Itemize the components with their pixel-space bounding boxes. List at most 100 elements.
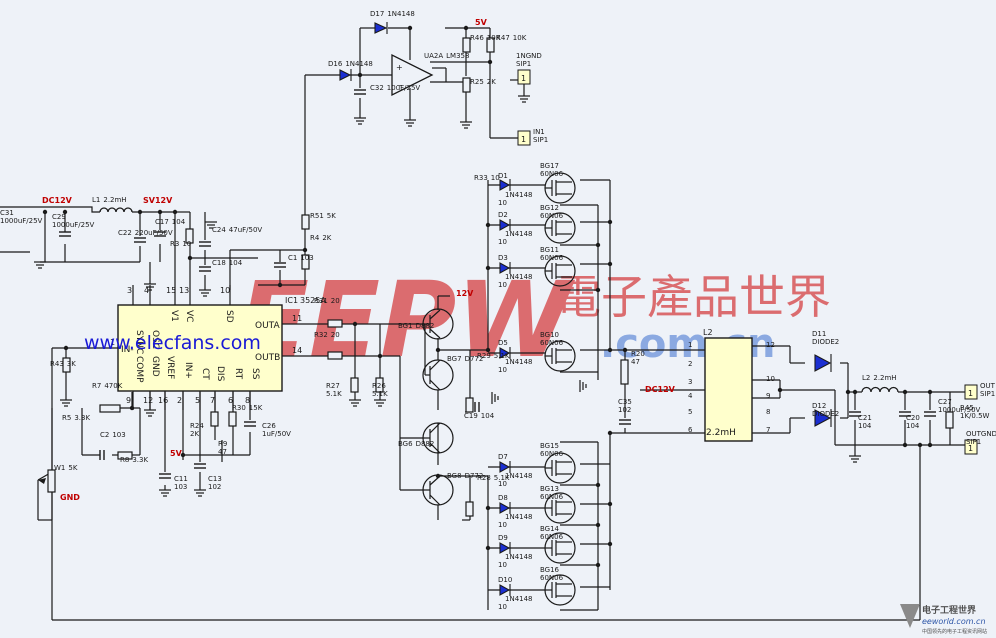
resistor-r27: [350, 377, 359, 393]
capacitor-c32: [354, 89, 366, 95]
mosfet-bg17: [544, 172, 576, 204]
resistor-r28: [465, 501, 474, 517]
ic1-pin-ss: SS: [250, 368, 260, 380]
ic1-pin-leads: [132, 285, 251, 410]
ground-symbol: [374, 399, 386, 407]
transformer-pin-3: 3: [688, 378, 692, 386]
ic1-pin-ct: CT: [200, 368, 210, 380]
capacitor-c11: [159, 473, 171, 479]
resistor-r32: [327, 351, 343, 360]
gate-resistor-value: 10: [498, 366, 507, 374]
transformer-pin-5: 5: [688, 408, 692, 416]
net-label-gnd: GND: [60, 493, 80, 502]
ic1-pinnum-in-plus: 2: [177, 396, 182, 405]
ic1-pinnum-dis: 7: [210, 396, 215, 405]
net-label-12v: 12V: [456, 289, 474, 298]
transformer-pin-12: 12: [766, 341, 775, 349]
power-labels: DC12V SV12V 12V 5V DC12V 5V GND: [42, 18, 676, 502]
gate-resistor-value: 10: [498, 603, 507, 611]
eeworld-logo-icon: [900, 604, 920, 628]
corner-logo-title: 电子工程世界: [922, 604, 976, 616]
gate-resistor-value: 10: [498, 480, 507, 488]
diode-value-d8: 1N4148: [505, 513, 533, 521]
opamp-ua2a: + −: [391, 53, 434, 97]
potentiometer-wiper-arrow: [38, 478, 46, 484]
resistor-r46: [462, 37, 471, 53]
ground-symbol: [349, 399, 361, 407]
watermark-letters: EEPW: [238, 259, 575, 381]
inductor-l1: [99, 207, 133, 213]
ic1-pinnum-osc: 4: [144, 286, 149, 295]
net-label-s5v: 5V: [170, 449, 183, 458]
capacitors: [59, 89, 936, 479]
ic1-pin-osc: OSC: [150, 330, 160, 349]
diode-d3: [499, 262, 511, 274]
connector-out: [964, 384, 978, 400]
ic1-pinnum-outa: 11: [292, 314, 302, 323]
ic1-chip: SYNC OSC V1 VC SD OUTA OUTB IN- COMP GND…: [110, 285, 326, 410]
transformer-pin-9: 9: [766, 392, 770, 400]
diode-d11: [814, 354, 832, 372]
transformer-pin-2: 2: [688, 360, 692, 368]
diode-d12: [814, 409, 832, 427]
resistor-r45: [945, 411, 954, 429]
diode-d16: [339, 69, 352, 81]
resistor-r26: [375, 377, 384, 393]
transformer-type: 2.2mH: [706, 428, 736, 438]
resistor-r31: [327, 319, 343, 328]
ic1-pin-v1: V1: [169, 310, 179, 322]
capacitor-c20: [899, 411, 911, 417]
corner-logo-tagline: 中国领先的电子工程资讯网站: [922, 628, 987, 635]
ic1-pinnum-vref: 16: [158, 396, 168, 405]
resistor-r24: [210, 411, 219, 427]
corner-logo-url: eeworld.com.cn: [922, 617, 986, 626]
corner-logo: 电子工程世界 eeworld.com.cn 中国领先的电子工程资讯网站: [900, 604, 987, 635]
net-label-dc12v: DC12V: [42, 196, 73, 205]
capacitor-c19: [474, 402, 480, 412]
diode-d9: [499, 542, 511, 554]
ic1-pinnum-ct: 5: [195, 396, 200, 405]
transformer-pin-6: 6: [688, 426, 693, 434]
source-watermark-text: www.elecfans.com: [84, 332, 261, 354]
diode-d10: [499, 584, 511, 596]
resistor-r8: [117, 451, 133, 460]
diode-value-d10: 1N4148: [505, 595, 533, 603]
transistor-bg1: [422, 308, 454, 340]
ground-symbol: [159, 489, 171, 497]
wires: [0, 27, 965, 621]
ic1-pinnum-gnd: 12: [143, 396, 153, 405]
diode-value-d9: 1N4148: [505, 553, 533, 561]
opamp-plus-sign: +: [396, 63, 403, 72]
